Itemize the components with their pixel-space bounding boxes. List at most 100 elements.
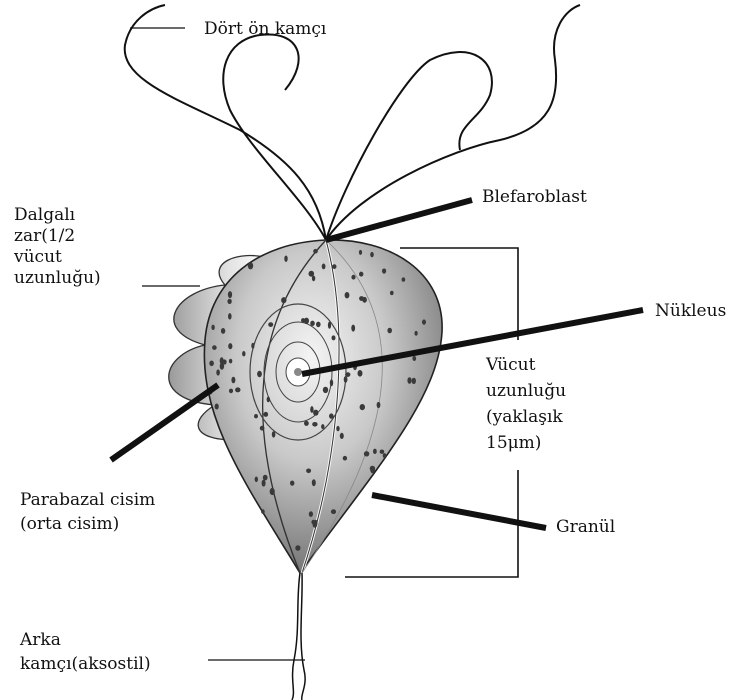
granule-dot bbox=[316, 322, 321, 328]
granule-dot bbox=[330, 379, 333, 386]
granule-dot bbox=[248, 262, 253, 269]
granule-dot bbox=[377, 402, 381, 408]
granule-dot bbox=[216, 369, 220, 375]
granule-dot bbox=[228, 291, 232, 298]
label-undulating-membrane: Dalgalı zar(1/2 vücut uzunluğu) bbox=[14, 205, 101, 289]
granule-dot bbox=[370, 252, 374, 257]
granule-dot bbox=[267, 397, 270, 403]
label-nucleus: Nükleus bbox=[655, 300, 726, 322]
granule-dot bbox=[227, 299, 231, 304]
granule-dot bbox=[220, 357, 224, 364]
granule-dot bbox=[340, 433, 344, 439]
granule-dot bbox=[380, 450, 385, 454]
granule-dot bbox=[359, 250, 362, 255]
granule-dot bbox=[328, 322, 331, 329]
granule-dot bbox=[344, 376, 348, 383]
granule-dot bbox=[290, 481, 294, 486]
granule-dot bbox=[257, 371, 262, 377]
granule-dot bbox=[387, 328, 392, 334]
posterior-flagellum bbox=[292, 573, 305, 700]
granule-dot bbox=[422, 319, 426, 324]
granule-dot bbox=[345, 292, 350, 298]
granule-dot bbox=[310, 321, 315, 326]
granule-dot bbox=[312, 422, 317, 427]
granule-dot bbox=[229, 359, 232, 364]
granule-dot bbox=[313, 249, 318, 254]
granule-dot bbox=[313, 410, 318, 416]
granule-dot bbox=[331, 509, 336, 514]
granule-dot bbox=[263, 475, 268, 481]
granule-dot bbox=[251, 343, 254, 349]
label-posterior-flagellum: Arka kamçı(aksostil) bbox=[20, 628, 151, 676]
granule-dot bbox=[281, 297, 286, 303]
granule-dot bbox=[332, 264, 336, 269]
body-length-line-3: (yaklaşık bbox=[486, 404, 566, 430]
granule-dot bbox=[272, 431, 276, 437]
granule-dot bbox=[323, 387, 328, 393]
granule-dot bbox=[304, 421, 309, 426]
granule-dot bbox=[231, 377, 235, 384]
granule-dot bbox=[390, 291, 394, 295]
label-granule: Granül bbox=[556, 516, 615, 538]
granule-dot bbox=[360, 404, 365, 410]
granule-dot bbox=[260, 426, 265, 431]
granule-dot bbox=[314, 520, 317, 526]
granule-dot bbox=[312, 479, 316, 486]
granule-dot bbox=[309, 271, 315, 277]
granule-dot bbox=[412, 356, 416, 361]
granule-dot bbox=[211, 325, 214, 330]
body-length-line-4: 15μm) bbox=[486, 430, 566, 456]
label-anterior-flagella: Dört ön kamçı bbox=[204, 18, 326, 40]
cell-body bbox=[204, 240, 442, 573]
granule-dot bbox=[407, 377, 411, 384]
granule-dot bbox=[242, 351, 245, 356]
granule-dot bbox=[415, 331, 418, 336]
granule-dot bbox=[229, 389, 233, 394]
granule-dot bbox=[383, 453, 387, 458]
granule-dot bbox=[364, 451, 369, 456]
granule-dot bbox=[329, 413, 334, 418]
granule-dot bbox=[262, 480, 266, 487]
granule-dot bbox=[359, 296, 364, 301]
body-length-line-2: uzunluğu bbox=[486, 378, 566, 404]
granule-dot bbox=[254, 414, 258, 418]
granule-dot bbox=[336, 426, 339, 431]
granule-dot bbox=[215, 404, 219, 410]
posterior-line-2: kamçı(aksostil) bbox=[20, 652, 151, 676]
granule-dot bbox=[343, 456, 347, 461]
granule-dot bbox=[309, 511, 313, 517]
label-blepharoplast: Blefaroblast bbox=[482, 186, 587, 208]
granule-dot bbox=[351, 325, 355, 332]
granule-dot bbox=[306, 469, 311, 474]
granule-dot bbox=[304, 318, 309, 324]
granule-dot bbox=[268, 322, 273, 327]
granule-dot bbox=[332, 335, 336, 340]
granule-dot bbox=[358, 370, 363, 377]
granule-dot bbox=[322, 264, 326, 270]
body-length-line-1: Vücut bbox=[486, 352, 566, 378]
membrane-line-2: zar(1/2 bbox=[14, 226, 101, 247]
granule-dot bbox=[402, 277, 406, 281]
granule-dot bbox=[209, 361, 214, 367]
granule-dot bbox=[221, 328, 225, 334]
granule-dot bbox=[284, 256, 287, 262]
granule-dot bbox=[345, 372, 350, 377]
posterior-line-1: Arka bbox=[20, 628, 151, 652]
granule-dot bbox=[264, 412, 269, 417]
granule-dot bbox=[310, 406, 313, 413]
membrane-line-1: Dalgalı bbox=[14, 205, 101, 226]
granule-dot bbox=[370, 466, 375, 471]
granule-dot bbox=[228, 343, 232, 349]
label-parabasal-body: Parabazal cisim (orta cisim) bbox=[20, 488, 155, 536]
granule-dot bbox=[412, 378, 416, 384]
granule-dot bbox=[235, 387, 240, 392]
granule-dot bbox=[321, 424, 324, 429]
membrane-line-4: uzunluğu) bbox=[14, 268, 101, 289]
granule-dot bbox=[382, 268, 386, 273]
granule-dot bbox=[261, 509, 265, 514]
granule-dot bbox=[373, 449, 377, 454]
granule-dot bbox=[351, 275, 355, 280]
granule-dot bbox=[359, 272, 363, 277]
granule-dot bbox=[228, 313, 232, 319]
